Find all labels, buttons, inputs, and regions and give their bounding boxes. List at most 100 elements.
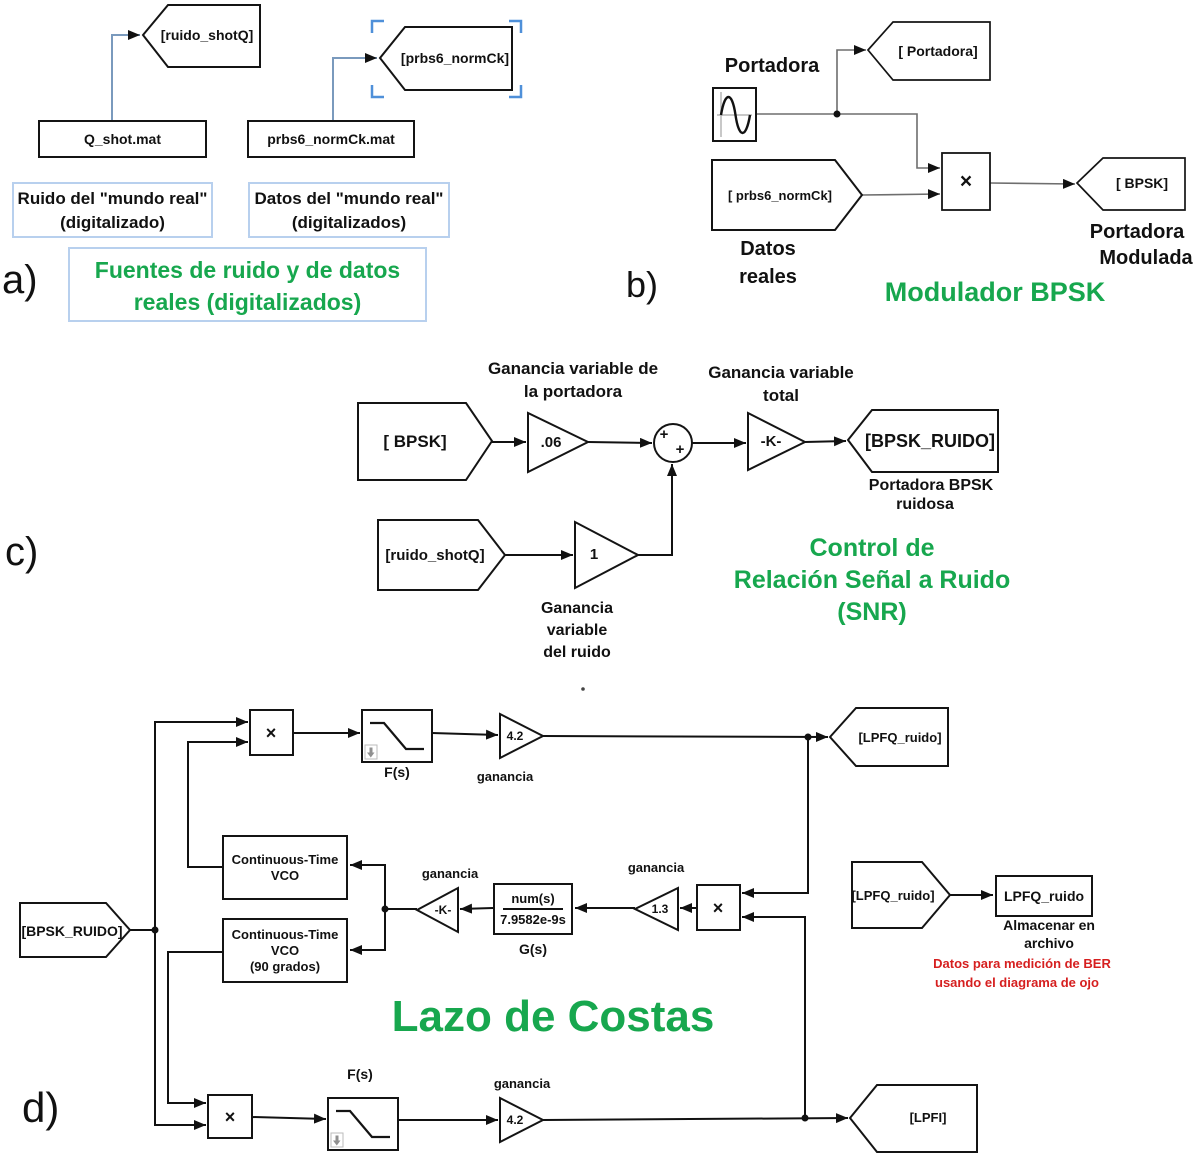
ber-note-line2: usando el diagrama de ojo: [935, 975, 1099, 990]
goto-tag-lpfi[interactable]: [848, 1084, 978, 1153]
from-tag-prbs6-normck[interactable]: [711, 159, 864, 231]
goto-tag-portadora[interactable]: [866, 21, 991, 81]
wire-branch-to-vco[interactable]: [350, 860, 386, 909]
product-block-modulator[interactable]: [941, 152, 991, 211]
goto-tag-bpsk-ruido[interactable]: [846, 409, 999, 473]
wire-vco-to-productQ[interactable]: [187, 737, 248, 868]
gain-loop-k-block[interactable]: [414, 886, 459, 934]
from-tag-bpsk[interactable]: [357, 402, 494, 481]
gain-noise-label3: del ruido: [543, 644, 611, 661]
sum-plus-top: +: [659, 426, 669, 443]
product-block-i[interactable]: [207, 1094, 253, 1139]
wire-gain1-to-sum[interactable]: [638, 464, 677, 556]
wire-gainK-to-goto[interactable]: [804, 436, 847, 447]
branch-dot-lpfq: [804, 733, 812, 741]
sum-block[interactable]: [653, 423, 693, 463]
wire-gain-to-sum[interactable]: [587, 437, 653, 448]
wire-gainI-to-goto-lpfi[interactable]: [542, 1113, 849, 1124]
vco90-label-line3: (90 grados): [249, 958, 321, 974]
filter-i-dropdown-arrow-icon: [333, 1140, 341, 1146]
gain-total-label1: Ganancia variable: [708, 363, 854, 382]
stray-dot: [581, 687, 585, 691]
from-file-qshot-block[interactable]: Q_shot.mat: [38, 120, 207, 158]
wire-prbs-to-product[interactable]: [861, 189, 941, 200]
product-block-mid[interactable]: [696, 884, 741, 931]
snr-title-line3: (SNR): [837, 598, 907, 626]
wire-branch-to-vco90[interactable]: [350, 909, 386, 955]
from-tag-lpfq-label: [LPFQ_ruido]: [851, 888, 935, 903]
wire-gainQ-to-goto-lpfq[interactable]: [542, 731, 829, 742]
selection-bracket-br: [509, 85, 523, 99]
to-file-block[interactable]: LPFQ_ruido: [995, 875, 1093, 917]
to-file-caption1: Almacenar en: [1003, 917, 1095, 933]
wire-product-to-goto-bpsk[interactable]: [989, 178, 1076, 189]
annotation-title-fuentes[interactable]: Fuentes de ruido y de datos reales (digi…: [68, 247, 427, 322]
gain-i-block[interactable]: [499, 1096, 546, 1144]
gain-error-caption: ganancia: [627, 860, 685, 875]
transfer-fcn-block[interactable]: num(s) 7.9582e-9s: [493, 883, 573, 935]
from-tag-bpsk-ruido-label: [BPSK_RUIDO]: [21, 923, 123, 939]
transfer-fcn-denominator: 7.9582e-9s: [500, 912, 566, 927]
from-file-prbs-block[interactable]: prbs6_normCk.mat: [247, 120, 415, 158]
goto-bpsk-ruido-caption1: Portadora BPSK: [868, 477, 994, 494]
wire-lpfi-branch-to-productmid[interactable]: [742, 912, 806, 1118]
branch-dot-lpfi: [801, 1114, 809, 1122]
annotation-datos-real[interactable]: Datos del "mundo real" (digitalizados): [248, 182, 450, 238]
goto-tag-ruido-shotq[interactable]: [141, 4, 261, 68]
filter-i-caption: F(s): [347, 1066, 373, 1082]
gain-loop-k-value: -K-: [434, 903, 452, 917]
product-modulator-symbol: ×: [959, 170, 973, 193]
goto-tag-bpsk[interactable]: [1075, 157, 1186, 211]
branch-dot-bpskruido: [151, 926, 159, 934]
wire-sine-to-goto-portadora[interactable]: [836, 45, 866, 114]
annotation-datos-line2: (digitalizados): [291, 213, 407, 232]
product-q-symbol: ×: [265, 723, 277, 743]
gain-error-block[interactable]: [632, 886, 679, 932]
wire-branch-to-productQ[interactable]: [154, 717, 248, 930]
vco-label-line1: Continuous-Time: [231, 851, 339, 867]
wire-vco90-to-productI[interactable]: [167, 951, 222, 1108]
wire-branch-to-productI[interactable]: [154, 930, 206, 1130]
from-tag-bpsk-ruido[interactable]: [19, 902, 132, 958]
sine-wave-block[interactable]: [712, 87, 757, 142]
product-block-q[interactable]: [249, 709, 294, 756]
gain-q-block[interactable]: [499, 712, 546, 760]
vco-block[interactable]: Continuous-Time VCO: [222, 835, 348, 900]
annotation-ruido-line1: Ruido del "mundo real": [17, 189, 208, 208]
gain-loop-k-caption: ganancia: [421, 866, 479, 881]
from-tag-lpfq[interactable]: [851, 861, 952, 929]
goto-tag-prbs6-normck[interactable]: [378, 26, 513, 91]
gain-carrier-label1: Ganancia variable de: [487, 359, 659, 378]
wire-productI-to-filter[interactable]: [251, 1113, 327, 1124]
gain-noise-value: 1: [589, 546, 599, 563]
gain-carrier-block[interactable]: [527, 411, 591, 474]
annotation-ruido-real[interactable]: Ruido del "mundo real" (digitalizado): [12, 182, 213, 238]
filter-q-dropdown-arrow-stem: [369, 747, 373, 753]
goto-tag-prbs-label: [prbs6_normCk]: [400, 50, 510, 66]
gain-q-caption: ganancia: [476, 769, 534, 784]
goto-bpsk-ruido-caption2: ruidosa: [896, 496, 954, 513]
gain-noise-label1: Ganancia: [540, 600, 614, 617]
wire-lpfq-branch-to-productmid[interactable]: [742, 737, 809, 898]
wire-prbsfile-to-goto[interactable]: [332, 53, 377, 120]
goto-tag-portadora-label: [ Portadora]: [898, 43, 978, 59]
wire-tf-to-gainK[interactable]: [459, 903, 494, 914]
gain-total-value: -K-: [760, 433, 782, 450]
filter-i-dropdown-arrow-stem: [335, 1135, 339, 1141]
carrier-source-caption: Portadora: [724, 55, 820, 77]
gain-total-block[interactable]: [747, 411, 808, 472]
wire-qshot-to-goto[interactable]: [111, 30, 140, 120]
from-tag-ruido-shotq[interactable]: [377, 519, 507, 591]
gain-i-caption: ganancia: [493, 1076, 551, 1091]
wire-filterQ-to-gain[interactable]: [431, 729, 499, 740]
goto-tag-lpfq[interactable]: [828, 707, 949, 767]
gain-q-value: 4.2: [506, 729, 524, 743]
from-tag-prbs-caption1: Datos: [740, 238, 796, 260]
vco90-block[interactable]: Continuous-Time VCO (90 grados): [222, 918, 348, 983]
gain-i-value: 4.2: [506, 1113, 524, 1127]
costas-loop-title: Lazo de Costas: [391, 992, 715, 1041]
gain-noise-block[interactable]: [574, 520, 641, 590]
filter-curve-i-icon: [336, 1109, 390, 1139]
from-tag-prbs-caption2: reales: [739, 266, 797, 288]
